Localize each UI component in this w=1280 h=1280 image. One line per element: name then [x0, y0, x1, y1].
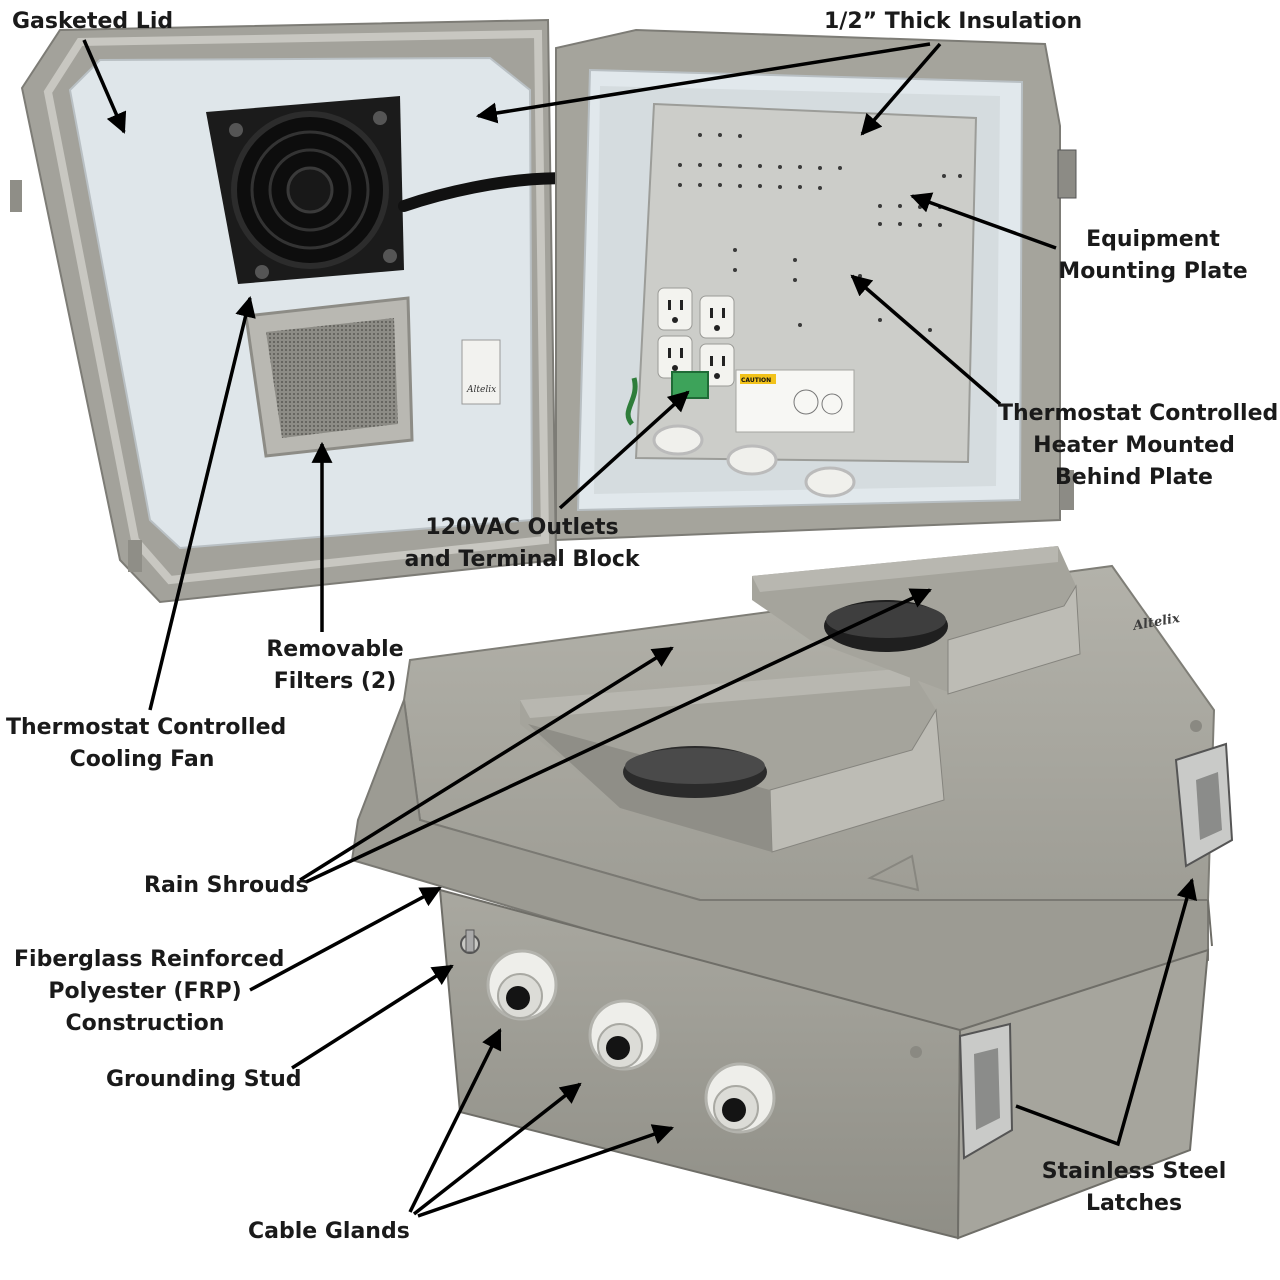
label-cooling-fan: Thermostat Controlled Cooling Fan — [6, 712, 287, 776]
arrow-insulation-lid — [475, 42, 931, 124]
label-line: Polyester (FRP) — [48, 979, 242, 1004]
label-heater: Thermostat Controlled Heater Mounted Beh… — [998, 398, 1279, 494]
arrow-frp — [249, 886, 442, 992]
cooling-fan — [206, 96, 404, 284]
label-line: Cooling Fan — [69, 747, 215, 772]
label-line: Behind Plate — [1055, 465, 1213, 490]
open-enclosure-body: CAUTION — [555, 28, 1077, 542]
arrow-latches — [1015, 877, 1198, 1147]
label-grounding-stud: Grounding Stud — [106, 1067, 302, 1092]
rain-shroud-back — [752, 546, 1081, 695]
arrow-grounding-stud — [291, 964, 454, 1070]
open-lid: Altelix — [10, 18, 697, 604]
label-line: Removable — [266, 637, 404, 662]
label-line: Heater Mounted — [1033, 433, 1235, 458]
label-rain-shrouds: Rain Shrouds — [144, 873, 309, 898]
callout-arrows — [82, 39, 1198, 1218]
label-equipment-mounting-plate: Equipment Mounting Plate — [1058, 224, 1248, 288]
label-gasketed-lid: Gasketed Lid — [12, 9, 174, 34]
label-line: Stainless Steel — [1041, 1159, 1227, 1184]
lid-brand-label: Altelix — [466, 385, 496, 395]
label-line: Latches — [1085, 1191, 1183, 1216]
label-line: Thermostat Controlled — [6, 715, 287, 740]
cable-gland-3 — [704, 1062, 776, 1134]
label-outlets-terminal-block: 120VAC Outlets and Terminal Block — [404, 512, 640, 576]
grounding-stud — [460, 929, 480, 954]
label-removable-filters: Removable Filters (2) — [262, 634, 408, 698]
label-line: Mounting Plate — [1058, 259, 1248, 284]
arrow-insulation-body — [860, 42, 942, 136]
latch-lower — [958, 1022, 1014, 1160]
label-line: 120VAC Outlets — [425, 515, 619, 540]
cable-gland-2 — [588, 999, 660, 1071]
caution-label: CAUTION — [741, 377, 771, 384]
label-frp-construction: Fiberglass Reinforced Polyester (FRP) Co… — [14, 944, 285, 1040]
label-line: Equipment — [1086, 227, 1220, 252]
closed-body-side — [956, 948, 1210, 1240]
rain-shroud-front — [520, 668, 945, 853]
ground-wire — [625, 377, 638, 426]
arrow-mounting-plate — [910, 192, 1057, 250]
label-stainless-latches: Stainless Steel Latches — [1040, 1156, 1228, 1220]
arrow-rain-shroud-2 — [305, 588, 932, 884]
arrow-cooling-fan — [148, 295, 256, 711]
label-line: Construction — [65, 1011, 225, 1036]
arrow-cable-gland-1 — [408, 1028, 502, 1213]
terminal-block — [671, 371, 709, 399]
label-line: and Terminal Block — [404, 547, 640, 572]
arrow-cable-gland-2 — [412, 1082, 582, 1216]
arrow-gasketed-lid — [82, 39, 127, 134]
closed-enclosure: Altelix — [350, 546, 1234, 1240]
latch-upper — [1174, 742, 1234, 868]
label-line: Fiberglass Reinforced — [14, 947, 285, 972]
cable-gland-1 — [486, 949, 558, 1021]
arrow-outlets — [558, 390, 690, 510]
lid-insulation — [68, 56, 534, 550]
label-cable-glands: Cable Glands — [248, 1219, 410, 1244]
label-insulation: 1/2” Thick Insulation — [824, 9, 1083, 34]
label-line: Thermostat Controlled — [998, 401, 1279, 426]
arrow-cable-gland-3 — [417, 1124, 674, 1218]
label-line: Filters (2) — [273, 669, 397, 694]
arrow-rain-shroud-1 — [299, 646, 674, 882]
lid-filter — [244, 296, 414, 458]
arrow-heater — [850, 274, 1002, 406]
